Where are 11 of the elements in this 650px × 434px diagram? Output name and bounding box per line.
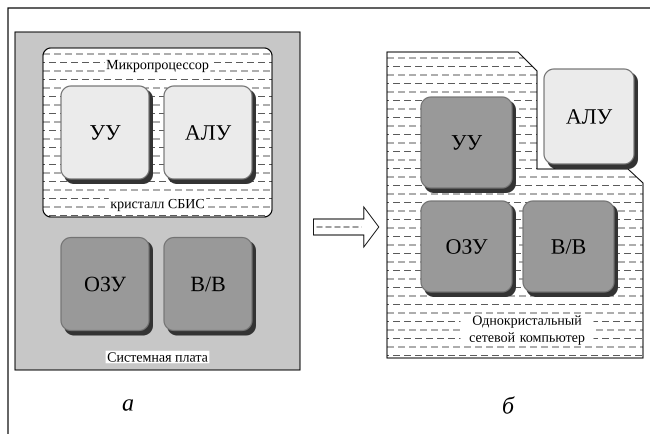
unit-tile: В/В: [522, 200, 618, 297]
panel-letter: а: [122, 399, 134, 411]
unit-tile: ОЗУ: [420, 200, 516, 297]
unit-tile: В/В: [163, 236, 256, 336]
block-arrow: [313, 206, 380, 248]
unit-tile: АЛУ: [543, 68, 638, 169]
unit-tile: УУ: [420, 96, 516, 193]
unit-tile: ОЗУ: [60, 236, 153, 336]
unit-tile: АЛУ: [163, 85, 256, 184]
panel-letter: б: [503, 396, 515, 414]
unit-tile: УУ: [60, 85, 153, 184]
